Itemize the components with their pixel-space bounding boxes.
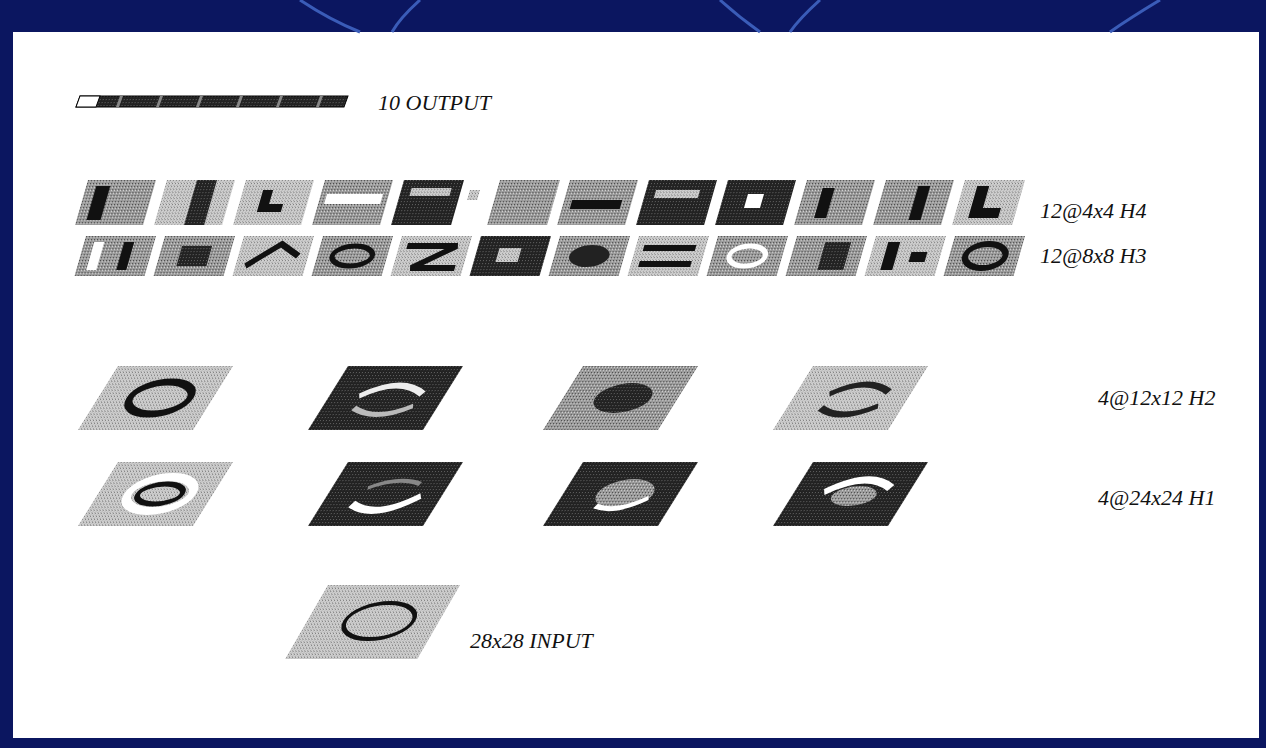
layer-label: 10 OUTPUT [378,92,491,114]
layer-label: 4@24x24 H1 [1098,487,1215,509]
layer-label: 28x28 INPUT [470,630,593,652]
layer-label: 12@4x4 H4 [1040,200,1146,222]
layer-label: 4@12x12 H2 [1098,387,1215,409]
layer-label: 12@8x8 H3 [1040,245,1146,267]
